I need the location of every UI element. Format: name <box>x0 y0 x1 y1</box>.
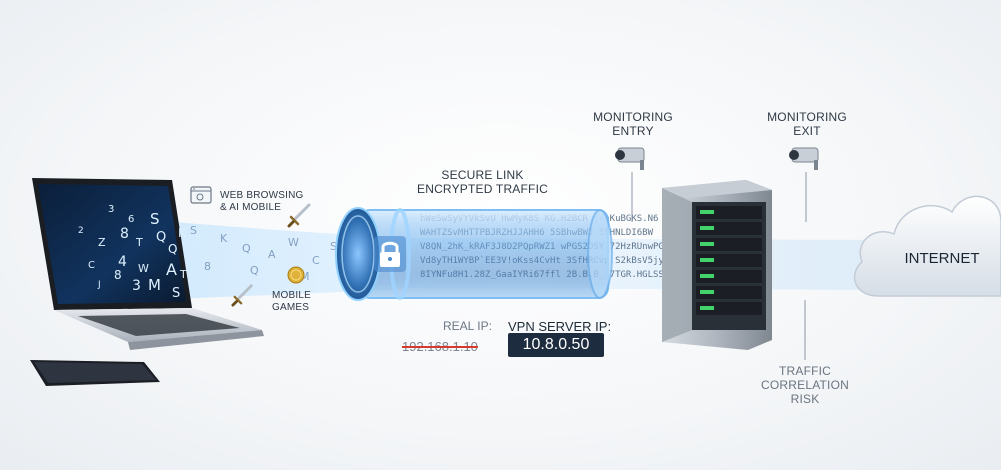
monitor-line <box>631 172 633 222</box>
traffic-correlation-line-2: CORRELATION <box>761 378 849 392</box>
glyph: C <box>88 260 95 271</box>
glyph: S <box>172 286 181 301</box>
server-rack-icon <box>662 180 772 350</box>
mobile-games-line-2: GAMES <box>272 302 310 313</box>
glyph: W <box>138 262 149 275</box>
glyph: Q <box>242 242 251 255</box>
monitoring-entry-line-2: ENTRY <box>612 124 654 138</box>
glyph: 3 <box>132 278 141 294</box>
glyph: 8 <box>120 226 129 242</box>
laptop-icon <box>32 178 264 350</box>
flying-characters: S K Q A W C 8 Q M S <box>180 220 350 290</box>
mobile-games-line-1: MOBILE <box>272 290 311 301</box>
glyph: Q <box>168 242 178 256</box>
monitoring-exit-line-1: MONITORING <box>767 110 847 124</box>
security-camera-icon <box>789 147 819 170</box>
correlation-line <box>804 300 806 360</box>
mobile-games-label: MOBILE GAMES <box>272 290 311 314</box>
glyph: T <box>136 236 143 249</box>
glyph: Z <box>98 236 106 249</box>
glyph: K <box>220 232 228 245</box>
monitoring-exit-label: MONITORING EXIT <box>757 110 857 138</box>
secure-link-line: SECURE LINK <box>441 168 524 182</box>
glyph: Q <box>156 230 167 245</box>
glyph: 2 <box>78 226 84 236</box>
real-ip-label: REAL IP: <box>443 319 492 333</box>
security-camera-icon <box>615 147 645 170</box>
vpn-server-ip-label: VPN SERVER IP: <box>508 319 612 334</box>
internet-label: INTERNET <box>904 250 980 267</box>
glyph: S <box>150 210 160 228</box>
smartphone-icon <box>30 360 160 386</box>
glyph: M <box>148 276 161 294</box>
glyph: 8 <box>204 260 211 273</box>
glyph: M <box>300 270 310 283</box>
screen-characters: 3 S 8 K Q T Z 4 A W M C 6 3 S 8 Q 2 J T <box>58 196 188 301</box>
web-browsing-label: WEB BROWSING & AI MOBILE <box>220 190 304 214</box>
traffic-correlation-line-1: TRAFFIC <box>778 364 832 378</box>
browser-window-icon <box>190 186 212 204</box>
cloud-icon <box>853 195 1001 297</box>
server-leds <box>696 206 762 315</box>
glyph: Q <box>250 264 259 277</box>
glyph: S <box>330 240 337 253</box>
glyph: A <box>166 260 177 279</box>
glyph: T <box>180 268 187 281</box>
monitoring-exit-line-2: EXIT <box>793 124 821 138</box>
traffic-correlation-line-3: RISK <box>790 392 820 406</box>
glyph: A <box>268 248 276 261</box>
real-ip-value: 192.168.1.10 <box>402 339 478 354</box>
glyph: 8 <box>114 268 122 282</box>
vpn-server-ip-value: 10.8.0.50 <box>508 333 604 357</box>
glyph: S <box>190 224 197 237</box>
traffic-correlation-label: TRAFFIC CORRELATION RISK <box>752 364 858 406</box>
web-browsing-line-2: & AI MOBILE <box>220 202 282 213</box>
glyph: W <box>288 236 299 249</box>
encrypted-traffic-line: ENCRYPTED TRAFFIC <box>417 182 548 196</box>
glyph: J <box>98 280 101 290</box>
monitoring-entry-label: MONITORING ENTRY <box>583 110 683 138</box>
lock-icon <box>374 236 406 272</box>
secure-link-caption: SECURE LINK ENCRYPTED TRAFFIC <box>400 168 565 196</box>
sword-icon <box>231 284 253 307</box>
vpn-tunnel <box>335 207 613 301</box>
coin-icon <box>287 266 305 284</box>
sword-icon <box>287 203 311 228</box>
glyph: 6 <box>128 214 135 225</box>
monitoring-entry-line-1: MONITORING <box>593 110 673 124</box>
web-browsing-line-1: WEB BROWSING <box>220 190 304 201</box>
glyph: C <box>312 254 320 267</box>
glyph: 4 <box>118 254 127 270</box>
glyph: 3 <box>108 204 115 215</box>
glyph: K <box>178 226 186 240</box>
monitor-line <box>805 172 807 222</box>
